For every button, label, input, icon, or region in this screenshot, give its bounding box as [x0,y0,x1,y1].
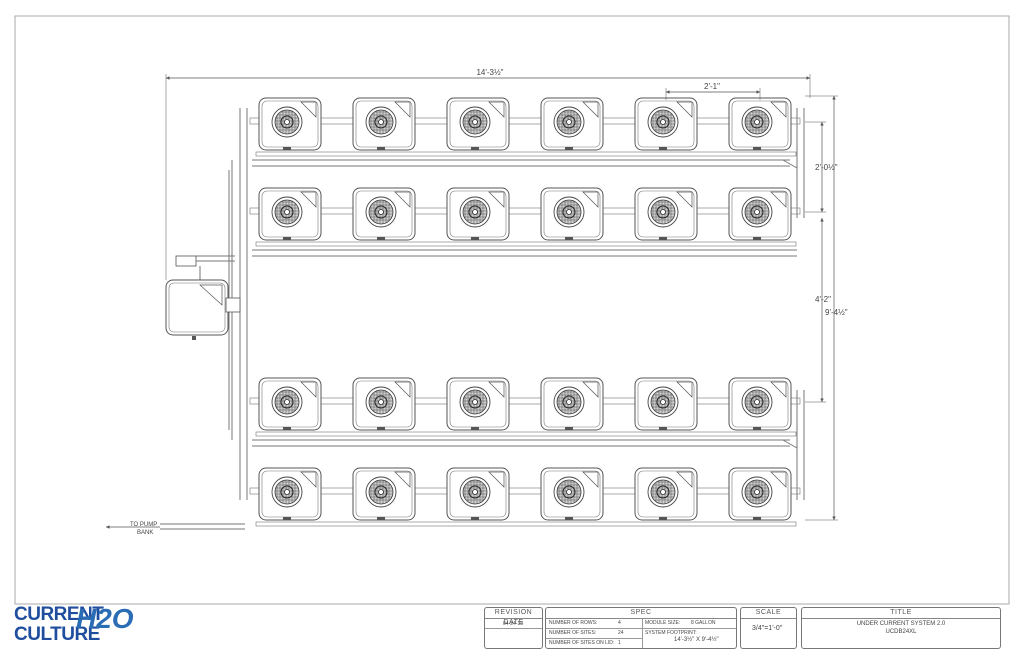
revision-header: REVISION DATE [485,608,542,626]
plumbing-lines [160,108,805,530]
module-size-label: MODULE SIZE: [645,620,681,626]
pipe-segment [782,159,798,169]
grow-module [446,97,510,151]
grow-module [352,97,416,151]
scale-value: 3/4"=1'-0" [752,625,783,632]
pump-label-line2: BANK [137,530,153,536]
logo-current: CURRENT [14,604,104,625]
grow-module [634,377,698,431]
spec-row-label: NUMBER OF ROWS: [549,620,598,626]
grow-module [352,187,416,241]
grow-module [634,187,698,241]
spec-row-value: 4 [618,620,621,626]
row-rail [255,521,797,527]
grow-module [446,377,510,431]
sheet-border [14,15,1010,605]
title-header: TITLE [802,608,1000,619]
grow-module [728,377,792,431]
logo-h2o-mark: H2O [76,603,134,634]
row-pipe [249,207,801,215]
dim-module-spacing: 2'-1" [704,82,720,91]
dim-gap-spacing: 4'-2" [815,295,831,304]
grow-module [352,467,416,521]
grow-module [728,97,792,151]
dim-row-spacing: 2'-0½" [815,163,838,172]
control-bucket [165,255,241,340]
grow-module [634,97,698,151]
grow-module [258,377,322,431]
pipe-segment [782,439,798,449]
row-rail [255,241,797,247]
dim-overall-width: 14'-3½" [476,68,503,77]
grow-module [540,377,604,431]
row-rail [255,151,797,157]
scale-box: SCALE 3/4"=1'-0" [740,607,797,649]
logo-culture: CULTURE [14,624,100,645]
title-line1: UNDER CURRENT SYSTEM 2.0 [856,621,946,627]
module-grid [165,97,801,527]
spec-row-label: NUMBER OF SITES ON LID: [549,640,615,646]
grow-module [540,97,604,151]
grow-module [258,187,322,241]
row-pipe [249,487,801,495]
grow-module [352,377,416,431]
grow-module [540,187,604,241]
row-pipe [249,117,801,125]
dimension-lines [106,74,838,529]
dim-overall-length: 9'-4½" [825,308,848,317]
spec-row-value: 24 [618,630,624,636]
grow-module [446,187,510,241]
row-pipe [249,397,801,405]
grow-module [258,97,322,151]
grow-module [728,187,792,241]
grow-module [728,467,792,521]
footprint-value: 14'-3½" X 9'-4½" [674,637,719,643]
row-rail [255,431,797,437]
spec-row-label: NUMBER OF SITES: [549,630,597,636]
grow-module [446,467,510,521]
spec-row-value: 1 [618,640,621,646]
grow-module [634,467,698,521]
revision-box: REVISION DATE 04-24-18 [484,607,543,649]
spec-header: SPEC [546,608,736,619]
title-box: TITLE UNDER CURRENT SYSTEM 2.0 UCDB24XL [801,607,1001,649]
grow-module [258,467,322,521]
module-size-value: 8 GALLON [691,620,716,626]
pump-label-line1: TO PUMP [130,522,157,528]
grow-module [540,467,604,521]
scale-header: SCALE [741,608,796,619]
revision-date: 04-24-18 [503,621,524,627]
footprint-label: SYSTEM FOOTPRINT: [645,630,697,636]
title-line2: UCDB24XL [885,629,917,635]
